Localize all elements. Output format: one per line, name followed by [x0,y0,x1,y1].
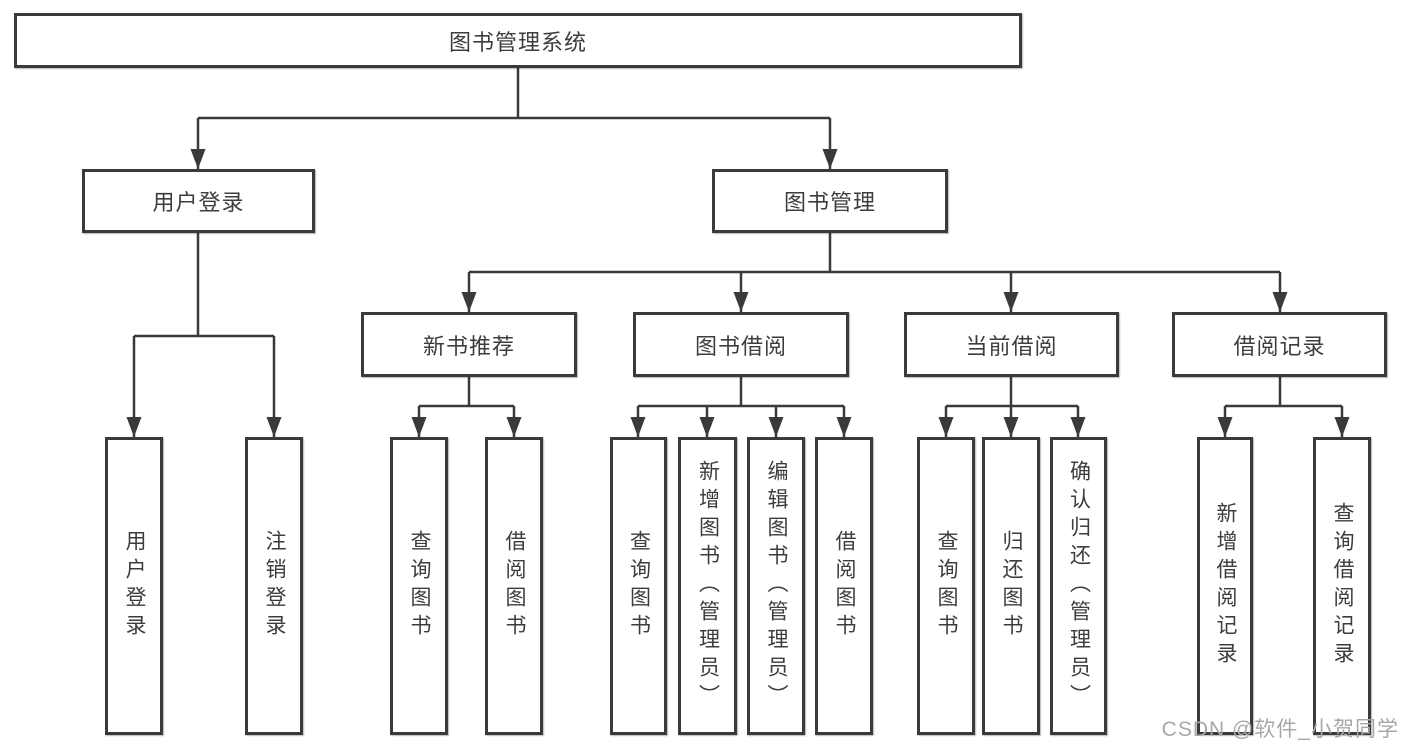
node-leaf-cb-query-books: 查询图书 [917,437,975,735]
node-leaf-nb-query-books: 查询图书 [390,437,448,735]
node-root: 图书管理系统 [14,13,1022,68]
node-leaf-cb-return-books: 归还图书 [982,437,1040,735]
node-leaf-bb-borrow-books: 借阅图书 [815,437,873,735]
node-new-book-recommendation: 新书推荐 [361,312,577,377]
node-leaf-bb-query-books: 查询图书 [610,437,667,735]
watermark: CSDN @软件_小贺同学 [1161,718,1399,741]
node-leaf-br-query-record: 查询借阅记录 [1313,437,1371,735]
node-current-borrowing: 当前借阅 [904,312,1119,377]
node-leaf-logout: 注销登录 [245,437,303,735]
node-book-management: 图书管理 [712,169,948,233]
node-borrowing-records: 借阅记录 [1172,312,1387,377]
node-leaf-bb-edit-books-admin: 编辑图书（管理员） [747,437,805,735]
node-user-login: 用户登录 [82,169,315,233]
node-leaf-br-add-record: 新增借阅记录 [1197,437,1253,735]
node-leaf-user-login: 用户登录 [105,437,163,735]
node-leaf-cb-confirm-return-admin: 确认归还（管理员） [1050,437,1107,735]
node-book-borrowing: 图书借阅 [633,312,849,377]
node-leaf-nb-borrow-books: 借阅图书 [485,437,543,735]
node-leaf-bb-add-books-admin: 新增图书（管理员） [678,437,737,735]
